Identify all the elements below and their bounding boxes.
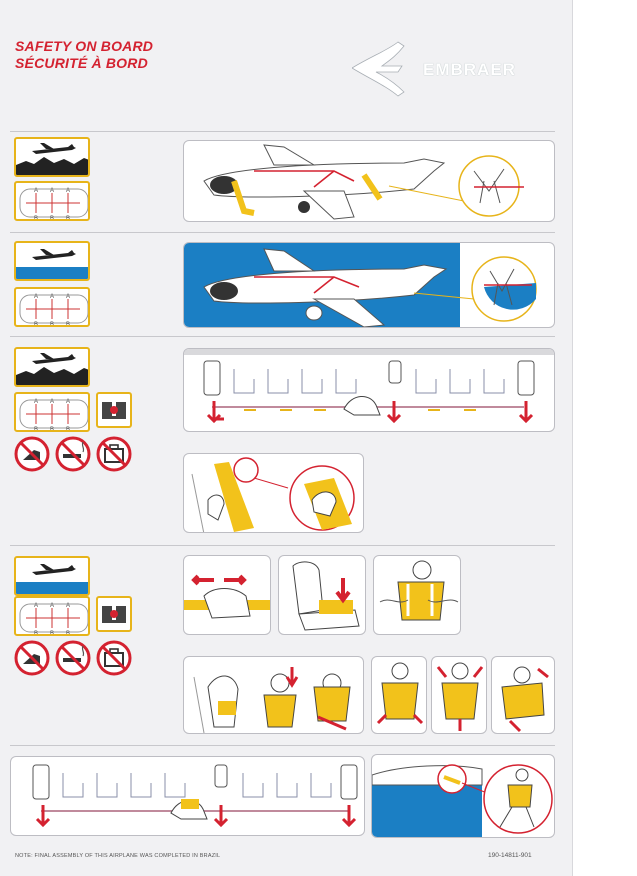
seat-map-icon-box: A B A B A B	[14, 596, 90, 636]
brace-icon-box	[96, 392, 132, 428]
exit-label: A	[66, 399, 70, 405]
section-divider	[10, 336, 555, 337]
life-vest-under-seat-illustration	[292, 561, 360, 631]
cabin-exit-path-lower-illustration	[32, 764, 358, 828]
brace-position-panel	[183, 453, 364, 533]
exit-label: A	[66, 294, 70, 300]
life-vest-mouthpiece-illustration	[501, 666, 549, 733]
no-smoking-icon	[55, 436, 91, 472]
exit-label: B	[66, 631, 70, 636]
exit-label: A	[66, 603, 70, 609]
exit-label: B	[34, 216, 38, 221]
section-divider	[10, 745, 555, 746]
seat-map-exits-icon: A B A B A B	[19, 603, 88, 636]
exit-label: B	[50, 216, 54, 221]
section-divider	[10, 232, 555, 233]
seat-map-exits-icon: A B A B A B	[19, 294, 88, 327]
embraer-logo	[352, 41, 405, 97]
exit-label: B	[34, 427, 38, 432]
water-evacuation-panel	[183, 242, 555, 328]
brand-name: EMBRAER	[423, 60, 516, 79]
brace-position-icon	[102, 402, 126, 419]
seat-map-icon-box: A B A B A B	[14, 287, 90, 327]
land-evacuation-illustration	[203, 144, 524, 220]
exit-label: A	[34, 188, 38, 194]
land-landing-icon-box	[14, 347, 90, 387]
seatbelt-release-panel	[183, 555, 271, 635]
document-number: 190-14811-901	[488, 852, 532, 859]
no-high-heels-icon	[14, 640, 50, 676]
seatbelt-release-illustration	[184, 574, 270, 619]
no-smoking-icon	[55, 640, 91, 676]
cabin-exit-path-panel	[183, 348, 555, 432]
exit-label: B	[66, 216, 70, 221]
cabin-exit-path-lower-panel	[10, 756, 365, 836]
airplane-landing-on-land-icon	[16, 143, 88, 175]
exit-label: B	[50, 631, 54, 636]
exit-label: B	[34, 631, 38, 636]
exit-label: B	[34, 322, 38, 327]
section-divider	[10, 131, 555, 132]
life-vest-under-seat-panel	[278, 555, 366, 635]
seat-map-exits-icon: A B A B A B	[19, 188, 88, 221]
exit-label: B	[50, 427, 54, 432]
section-divider	[10, 545, 555, 546]
cabin-exit-path-illustration	[184, 349, 554, 424]
water-exit-illustration	[372, 764, 553, 837]
exit-label: A	[66, 188, 70, 194]
seat-map-icon-box: A B A B A B	[14, 392, 90, 432]
life-vest-inflate-panel	[431, 656, 487, 734]
life-vest-open-panel	[373, 555, 461, 635]
water-landing-icon-box	[14, 241, 90, 281]
brace-position-illustration	[191, 457, 355, 532]
no-baggage-icon	[96, 640, 132, 676]
title-french: SÉCURITÉ À BORD	[15, 55, 148, 71]
land-landing-icon-box	[14, 137, 90, 177]
exit-label: A	[34, 603, 38, 609]
life-vest-open-illustration	[379, 560, 459, 621]
brace-position-icon	[102, 606, 126, 623]
no-high-heels-icon	[14, 436, 50, 472]
exit-label: B	[50, 322, 54, 327]
title-english: SAFETY ON BOARD	[15, 38, 154, 54]
life-vest-tie-illustration	[376, 662, 424, 725]
water-exit-panel	[371, 754, 555, 838]
airplane-landing-on-water-icon	[16, 564, 88, 594]
life-vest-mouthpiece-panel	[491, 656, 555, 734]
exit-label: A	[50, 603, 54, 609]
exit-label: A	[50, 399, 54, 405]
water-evacuation-illustration	[184, 243, 537, 327]
no-baggage-icon	[96, 436, 132, 472]
exit-label: B	[66, 427, 70, 432]
life-vest-donning-illustration	[193, 667, 351, 733]
seat-map-exits-icon: A B A B A B	[19, 399, 88, 432]
land-evacuation-panel	[183, 140, 555, 222]
seat-map-icon-box: A B A B A B	[14, 181, 90, 221]
airplane-landing-on-land-icon	[16, 353, 88, 385]
assembly-note: NOTE: FINAL ASSEMBLY OF THIS AIRPLANE WA…	[15, 853, 221, 859]
safety-card: SAFETY ON BOARD SÉCURITÉ À BORD EMBRAER …	[0, 0, 573, 876]
life-vest-tie-panel	[371, 656, 427, 734]
life-vest-inflate-illustration	[436, 662, 484, 731]
exit-label: A	[34, 294, 38, 300]
life-vest-donning-panel	[183, 656, 364, 734]
exit-label: A	[34, 399, 38, 405]
airplane-landing-on-water-icon	[16, 249, 88, 279]
exit-label: A	[50, 188, 54, 194]
water-landing-icon-box	[14, 556, 90, 596]
exit-label: B	[66, 322, 70, 327]
brace-icon-box	[96, 596, 132, 632]
exit-label: A	[50, 294, 54, 300]
